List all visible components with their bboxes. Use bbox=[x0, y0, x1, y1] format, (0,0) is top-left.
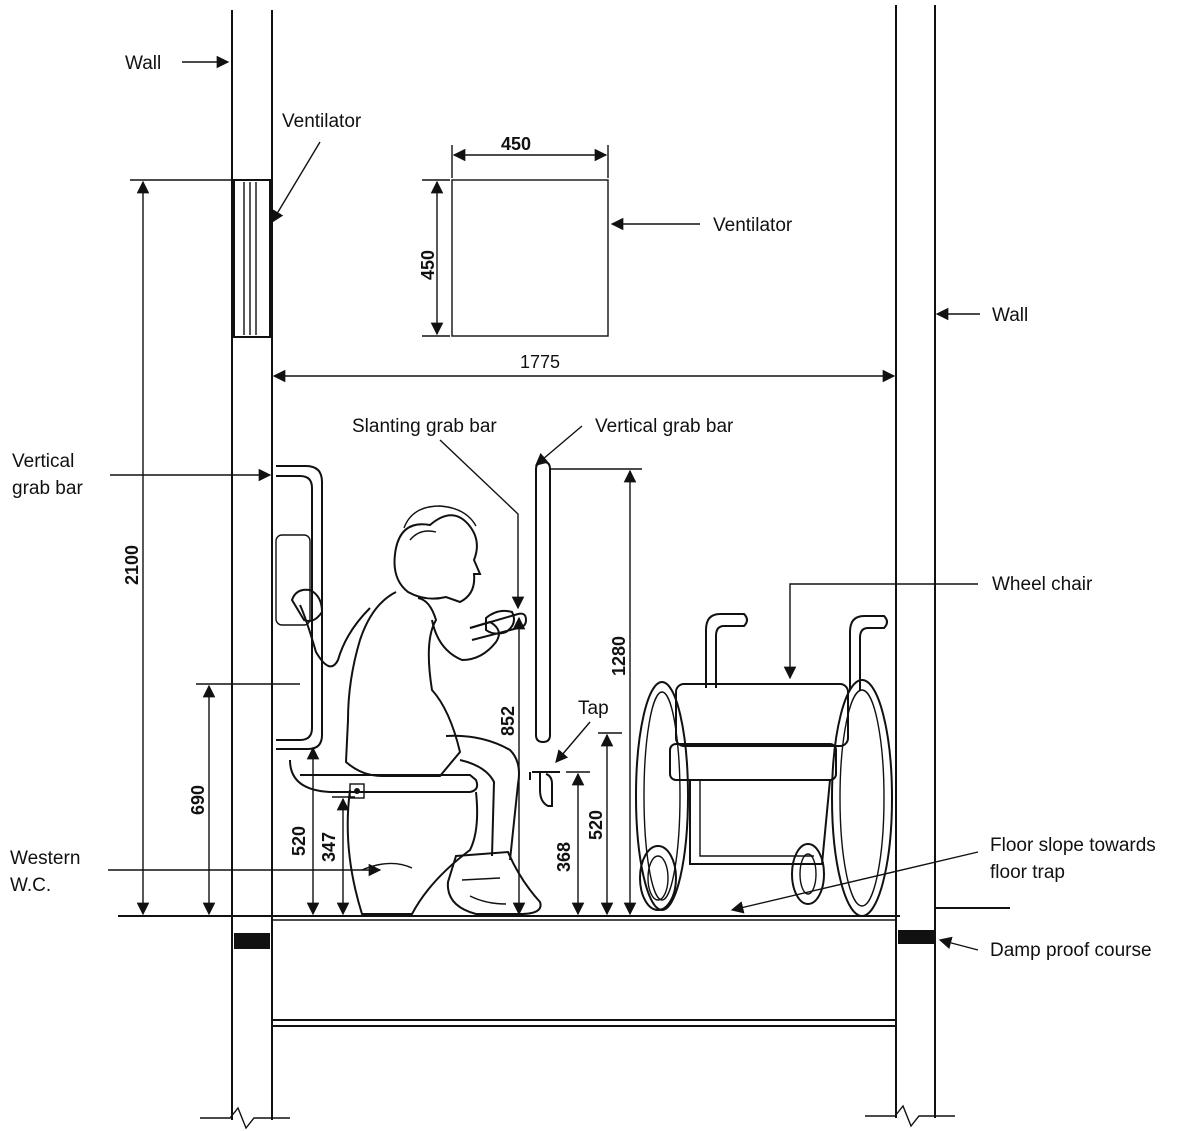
right-vertical-grab-bar bbox=[535, 460, 551, 744]
dimension-labels: 450 450 1775 2100 690 520 347 852 368 52… bbox=[122, 134, 629, 872]
room-width-dim: 1775 bbox=[520, 352, 560, 372]
slanting-grab-bar-label: Slanting grab bar bbox=[352, 416, 497, 437]
left-wall bbox=[200, 10, 290, 1130]
height-1280-dim: 1280 bbox=[609, 636, 629, 676]
child-figure bbox=[290, 505, 542, 915]
height-368-dim: 368 bbox=[554, 842, 574, 872]
height-347-dim: 347 bbox=[319, 832, 339, 862]
slanting-grab-bar bbox=[469, 612, 528, 641]
height-2100-dim: 2100 bbox=[122, 545, 142, 585]
western-wc-label-1: Western bbox=[10, 848, 80, 869]
wheelchair bbox=[635, 613, 893, 917]
floor-slope-label-2: floor trap bbox=[990, 862, 1065, 883]
western-wc-label-2: W.C. bbox=[10, 875, 51, 896]
height-520-bar-dim: 520 bbox=[586, 810, 606, 840]
ventilator-left-label: Ventilator bbox=[282, 111, 362, 132]
vertical-grab-bar-right-label: Vertical grab bar bbox=[595, 416, 734, 437]
wheel-chair-label: Wheel chair bbox=[992, 574, 1093, 595]
vertical-grab-bar-left-label-2: grab bar bbox=[12, 478, 83, 499]
right-wall bbox=[865, 5, 955, 1128]
vent-width-dim: 450 bbox=[501, 134, 531, 154]
text-labels: Wall Ventilator Ventilator Wall Vertical… bbox=[10, 53, 1156, 961]
ventilator-box bbox=[451, 179, 609, 337]
dimension-lines bbox=[130, 145, 896, 916]
vent-height-dim: 450 bbox=[418, 250, 438, 280]
height-690-dim: 690 bbox=[188, 785, 208, 815]
tap-label: Tap bbox=[578, 698, 609, 719]
ventilator-right-label: Ventilator bbox=[713, 215, 793, 236]
floor-slope-label-1: Floor slope towards bbox=[990, 835, 1156, 856]
vertical-grab-bar-left-label-1: Vertical bbox=[12, 451, 74, 472]
callout-arrows bbox=[108, 55, 980, 951]
floor bbox=[118, 907, 1010, 1027]
left-vertical-grab-bar bbox=[275, 465, 323, 750]
height-520-seat-dim: 520 bbox=[289, 826, 309, 856]
wall-left-label: Wall bbox=[125, 53, 161, 74]
western-wc bbox=[289, 759, 479, 915]
tap bbox=[529, 771, 560, 807]
damp-proof-course-label: Damp proof course bbox=[990, 940, 1152, 961]
height-852-dim: 852 bbox=[498, 706, 518, 736]
wall-right-label: Wall bbox=[992, 305, 1028, 326]
left-ventilator-opening bbox=[233, 179, 271, 338]
